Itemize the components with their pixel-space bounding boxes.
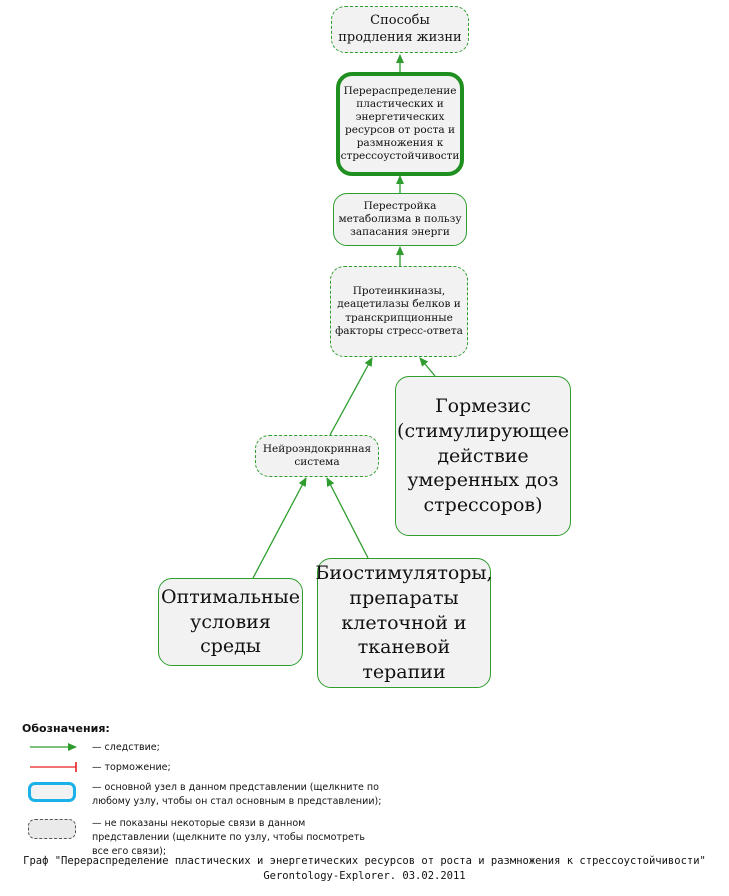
- node-perestroika[interactable]: Перестройка метаболизма в пользу запасан…: [333, 193, 467, 246]
- legend-hidden-links-swatch: [28, 819, 76, 839]
- node-proteinkinazy[interactable]: Протеинкиназы, деацетилазы белков и тран…: [330, 266, 468, 357]
- edge-gormezis-to-proteinkinazy: [419, 357, 436, 377]
- edge-neiroendokrinnaya-to-proteinkinazy: [329, 357, 373, 436]
- legend-main-node-swatch: [28, 782, 76, 802]
- node-pereraspredelenie[interactable]: Перераспределение пластических и энергет…: [336, 72, 464, 176]
- legend-inhibition-label: — торможение;: [92, 762, 171, 773]
- graph-caption-source: Gerontology-Explorer. 03.02.2011: [263, 870, 466, 882]
- node-gormezis[interactable]: Гормезис (стимулирующее действие умеренн…: [395, 376, 571, 536]
- node-sposoby[interactable]: Способы продления жизни: [331, 6, 469, 53]
- node-optimalnye[interactable]: Оптимальные условия среды: [158, 578, 303, 666]
- edge-biostimulyatory-to-neiroendokrinnaya: [326, 477, 369, 559]
- node-biostimulyatory[interactable]: Биостимуляторы, препараты клеточной и тк…: [315, 558, 493, 688]
- node-neiroendokrinnaya[interactable]: Нейроэндокринная система: [255, 435, 379, 477]
- graph-caption-title: Граф "Перераспределение пластических и э…: [23, 855, 706, 867]
- edge-optimalnye-to-neiroendokrinnaya: [252, 477, 307, 579]
- legend-main-node-label: — основной узел в данном представлении (…: [92, 782, 382, 807]
- legend-title: Обозначения:: [22, 722, 110, 735]
- legend-hidden-links-label: — не показаны некоторые связи в данном п…: [92, 818, 365, 857]
- legend-consequence-label: — следствие;: [92, 742, 160, 753]
